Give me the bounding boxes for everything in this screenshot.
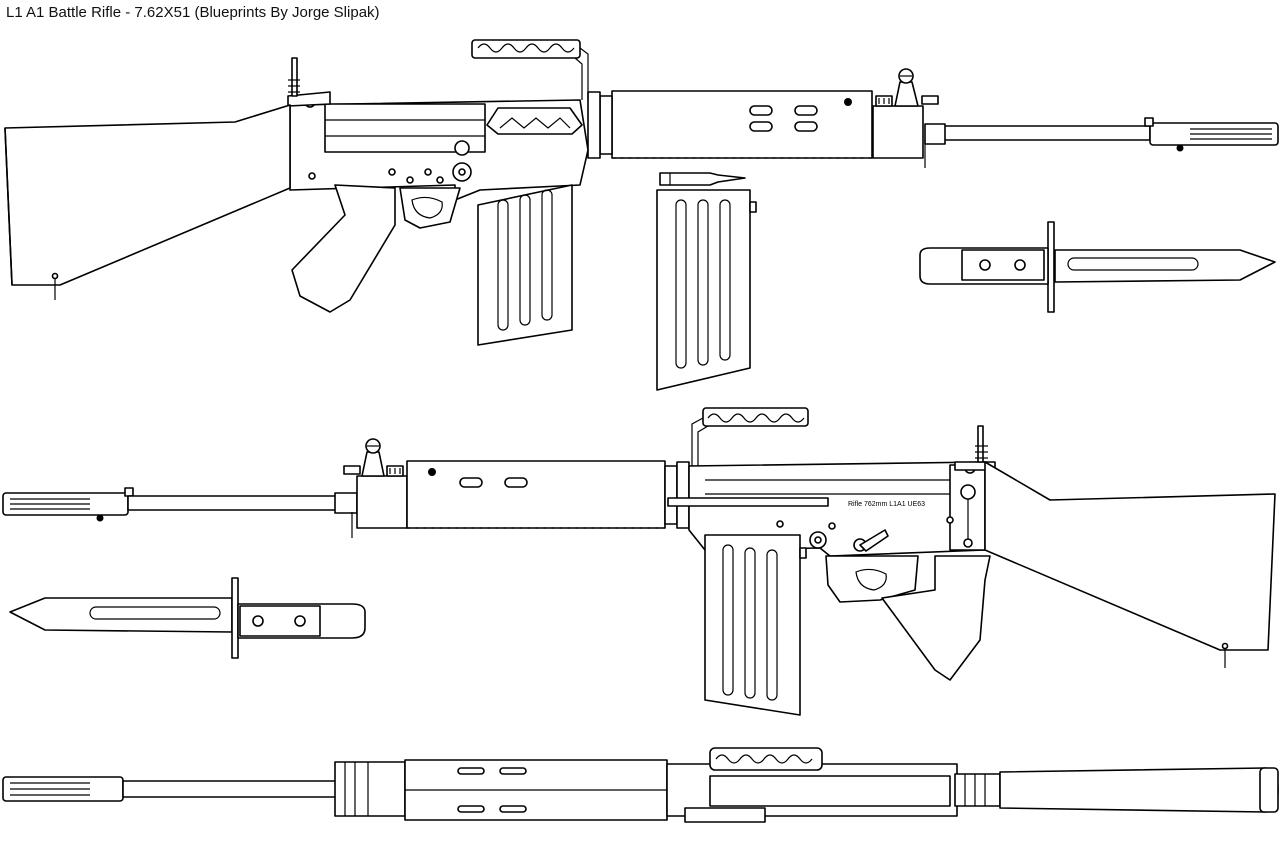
- cartridge: [659, 172, 746, 186]
- barrel: [924, 123, 1151, 145]
- barrel: [122, 761, 406, 817]
- buttstock: [984, 461, 1276, 668]
- carry-handle: [691, 407, 809, 470]
- barrel: [127, 492, 358, 514]
- carry-handle: [471, 39, 589, 100]
- front-sight: [343, 438, 408, 538]
- flash-hider: [2, 776, 124, 802]
- pistol-grip: [291, 184, 396, 313]
- rear-sight: [954, 773, 1001, 807]
- buttstock: [4, 104, 291, 300]
- rifle-right-side-view: [4, 39, 1279, 346]
- magazine: [477, 184, 573, 346]
- rear-sight: [954, 425, 996, 471]
- magazine: [704, 534, 807, 716]
- rifle-left-side-view: Rifle 762mm L1A1 UE63: [2, 407, 1276, 716]
- receiver-marking: Rifle 762mm L1A1 UE63: [848, 501, 925, 508]
- blueprint-title: L1 A1 Battle Rifle - 7.62X51 (Blueprints…: [6, 4, 380, 21]
- receiver: [289, 96, 589, 201]
- trigger-guard: [825, 555, 919, 603]
- rear-sight: [287, 57, 331, 107]
- trigger-guard: [399, 187, 461, 229]
- flash-hider: [1144, 117, 1279, 152]
- buttstock: [999, 767, 1279, 813]
- front-sight: [872, 68, 939, 168]
- bayonet-top: [919, 221, 1276, 313]
- flash-hider: [2, 487, 134, 522]
- handguard: [587, 90, 873, 159]
- handguard: [404, 759, 668, 821]
- receiver: [666, 763, 958, 823]
- pistol-grip: [881, 555, 991, 681]
- spare-magazine: [656, 189, 757, 391]
- bayonet-bottom: [9, 577, 366, 659]
- receiver: Rifle 762mm L1A1 UE63: [667, 461, 986, 557]
- rifle-top-view: [2, 747, 1279, 823]
- handguard: [406, 460, 690, 529]
- carry-handle: [709, 747, 823, 771]
